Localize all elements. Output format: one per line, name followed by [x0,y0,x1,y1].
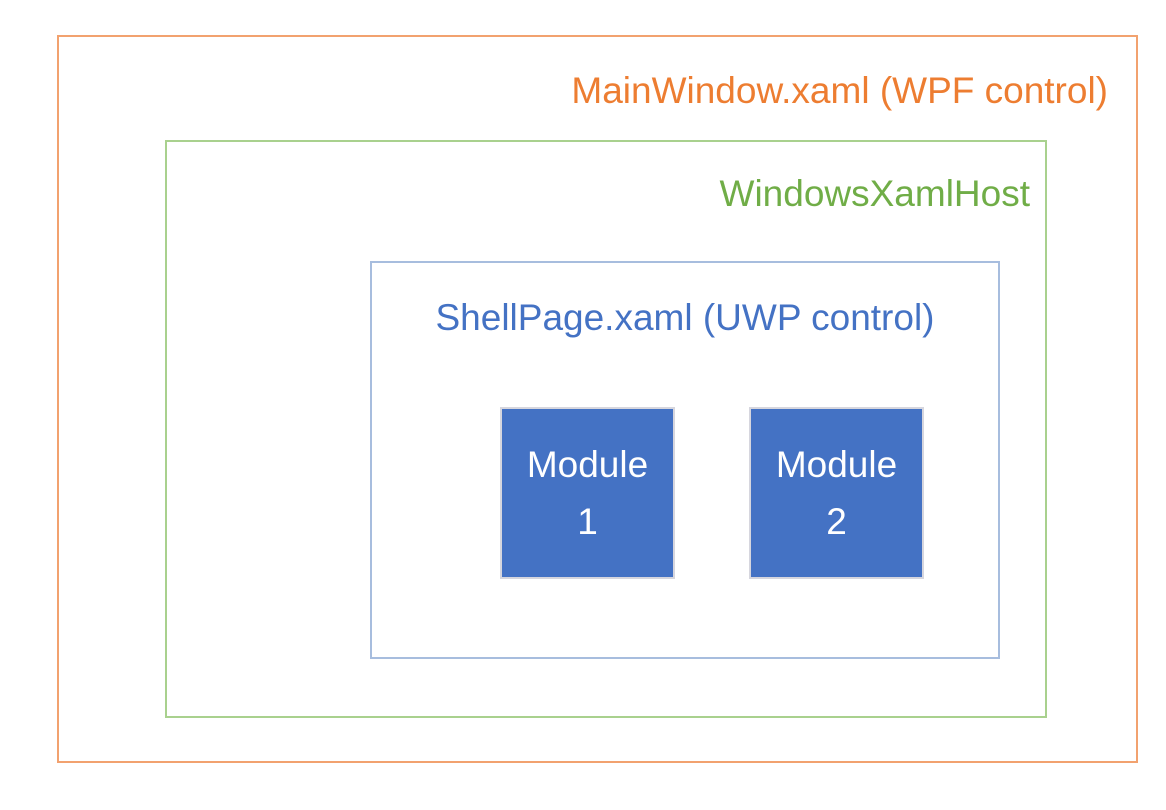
module-2-box: Module 2 [749,407,924,579]
shellpage-uwp-box: ShellPage.xaml (UWP control) Module 1 Mo… [370,261,1000,659]
module-1-name: Module [526,443,649,485]
module-2-number: 2 [826,501,847,542]
shellpage-uwp-label: ShellPage.xaml (UWP control) [435,297,935,338]
module-1-label: Module 1 [527,436,648,551]
module-2-name: Module [775,443,898,485]
module-2-label: Module 2 [776,436,897,551]
mainwindow-wpf-box: MainWindow.xaml (WPF control) WindowsXam… [57,35,1138,763]
mainwindow-wpf-label: MainWindow.xaml (WPF control) [571,70,1108,111]
module-1-box: Module 1 [500,407,675,579]
windows-xaml-host-box: WindowsXamlHost ShellPage.xaml (UWP cont… [165,140,1047,718]
windows-xaml-host-label: WindowsXamlHost [719,173,1030,214]
module-1-number: 1 [577,501,598,542]
